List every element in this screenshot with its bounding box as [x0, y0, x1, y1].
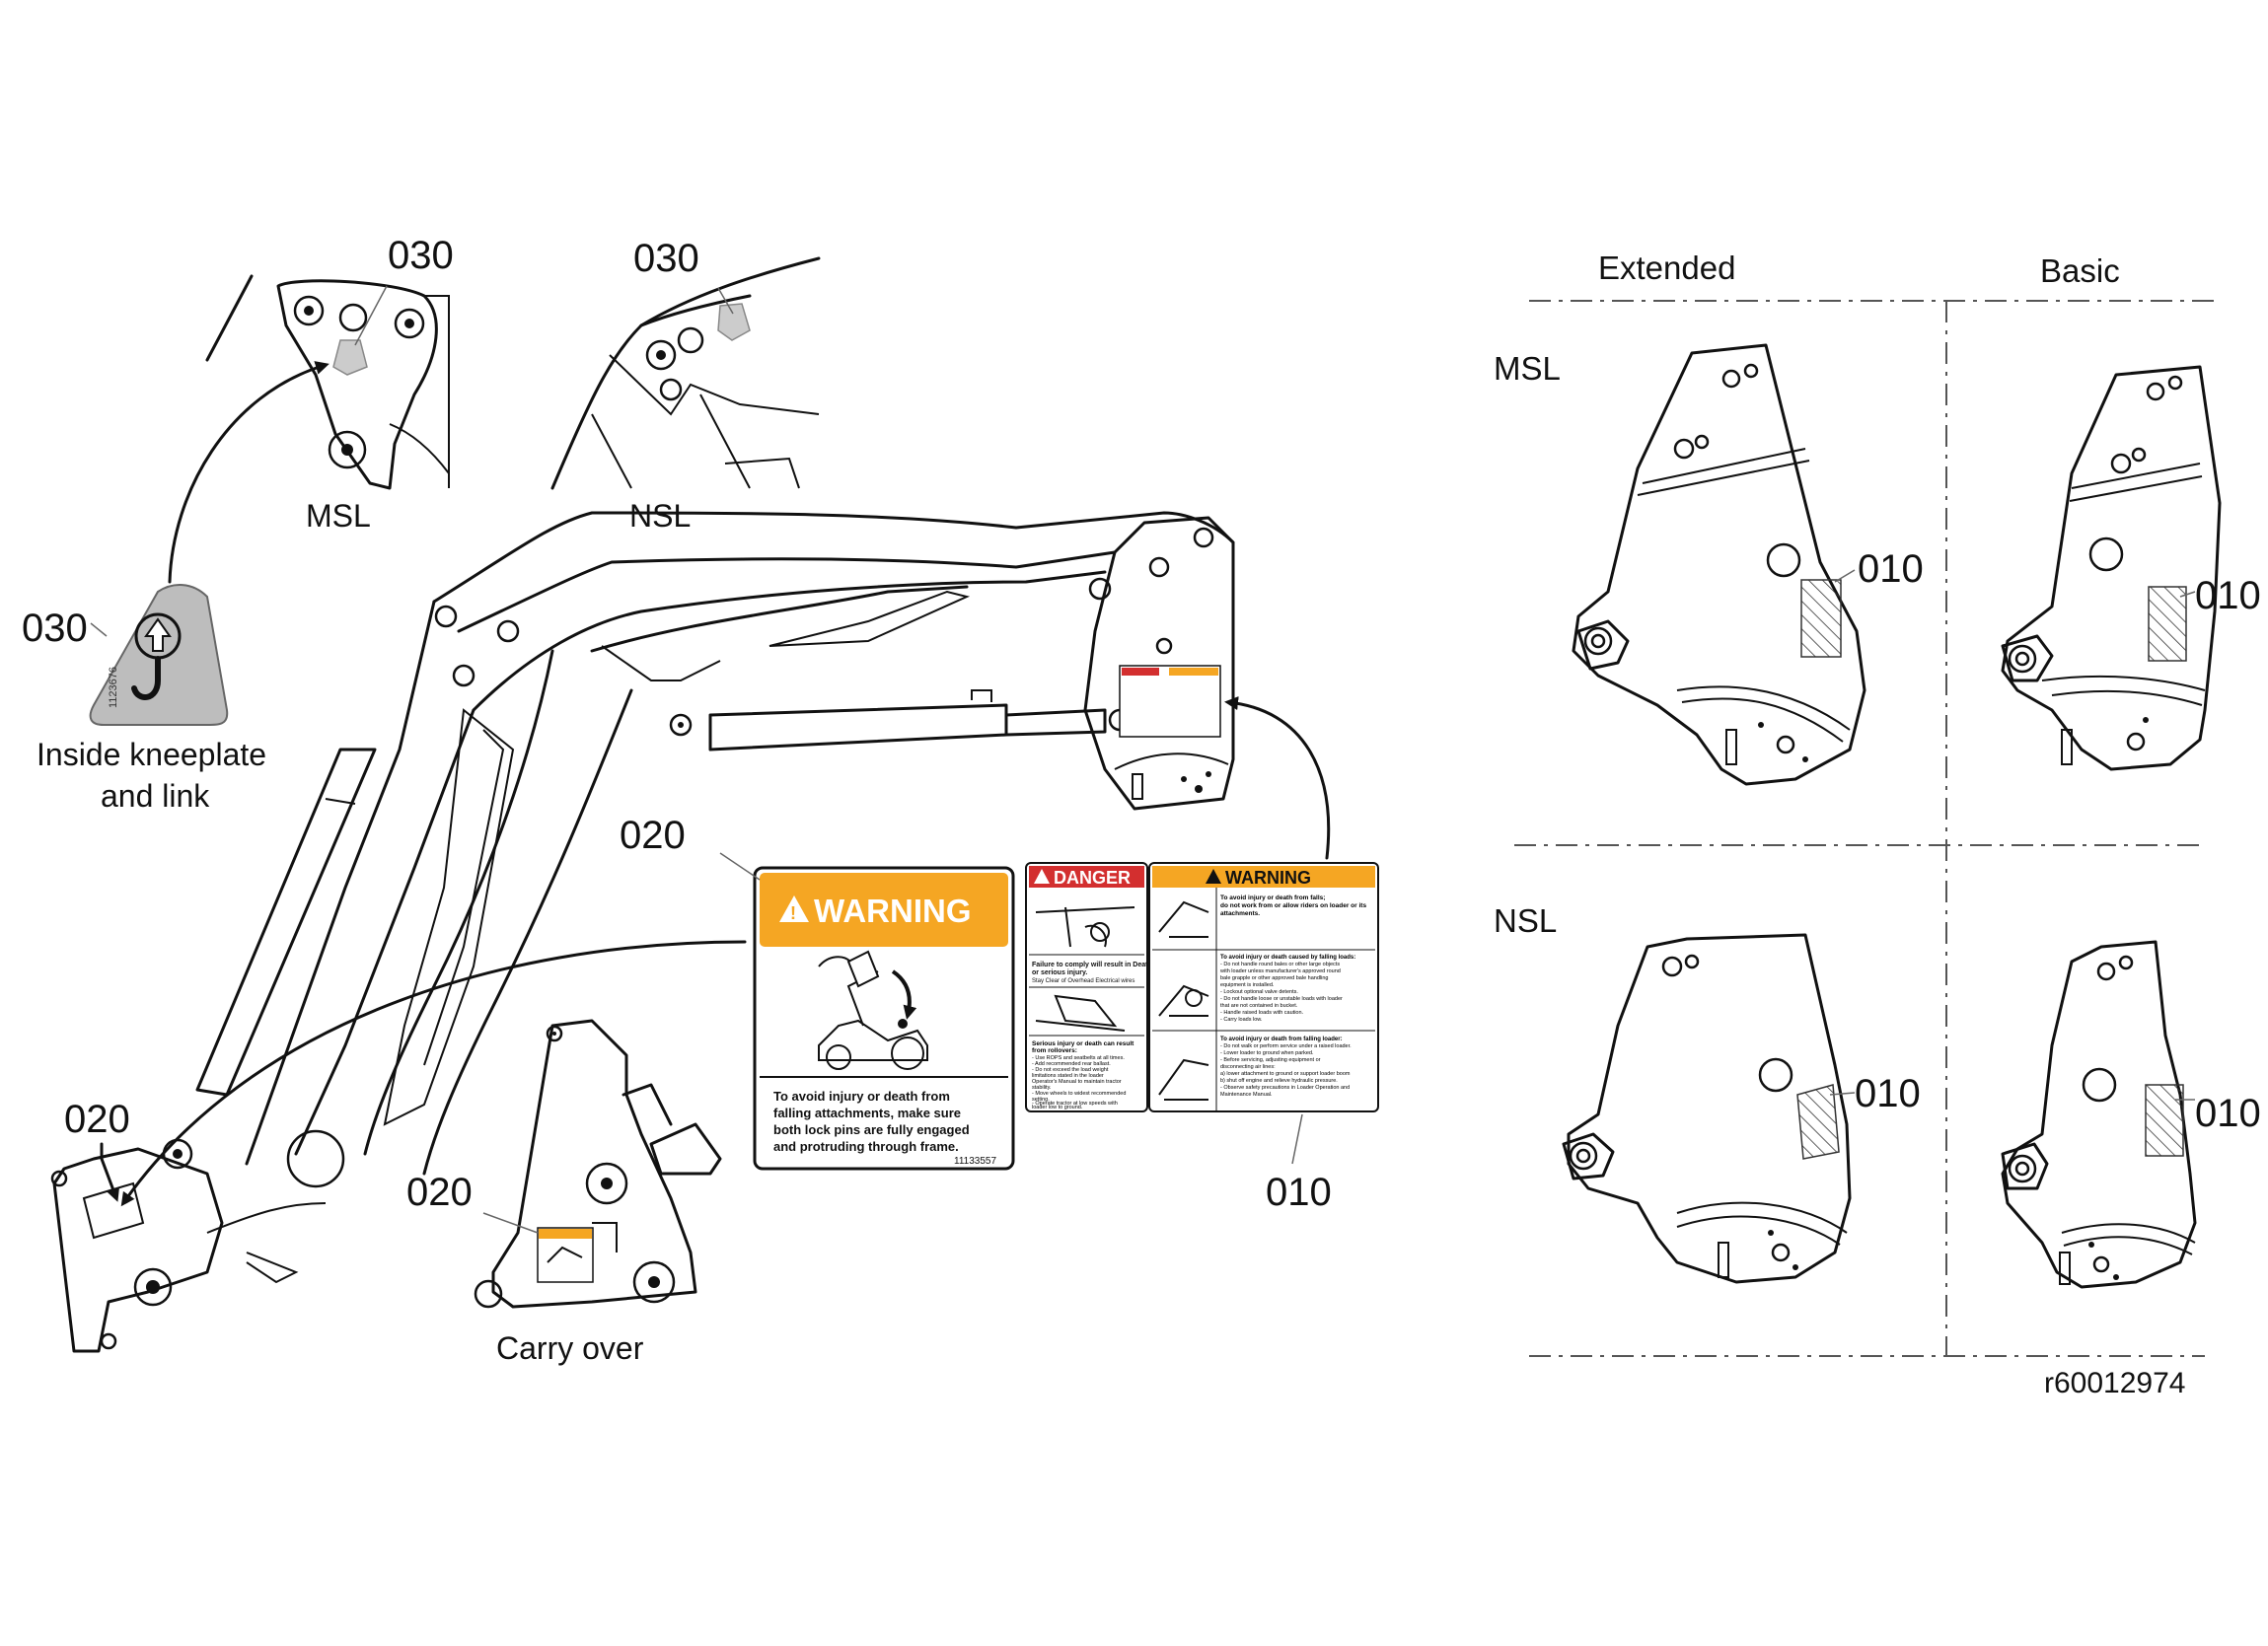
arrow-010-to-bracket [1224, 696, 1331, 860]
danger2-line: from rollovers: [1032, 1047, 1077, 1054]
warn3-line: - Before servicing, adjusting equipment … [1220, 1057, 1321, 1063]
callout-010-nsl-basic: 010 [2195, 1092, 2261, 1135]
warn3-line: Maintenance Manual. [1220, 1092, 1273, 1098]
caption-nsl: NSL [629, 498, 691, 534]
danger2-line: - Use ROPS and seatbelts at all times. [1032, 1055, 1125, 1061]
decal-010-warning-heading: WARNING [1225, 868, 1311, 888]
callout-010-msl-basic: 010 [2195, 574, 2261, 617]
decal-010-danger-heading: DANGER [1054, 868, 1131, 888]
warn3-line: To avoid injury or death from falling lo… [1220, 1037, 1343, 1042]
decal-010-warning-text-3: To avoid injury or death from falling lo… [1220, 1037, 1352, 1098]
danger2-line: stability. [1032, 1085, 1052, 1091]
warn3-line: b) shut off engine and relieve hydraulic… [1220, 1078, 1338, 1084]
header-extended: Extended [1598, 250, 1735, 286]
danger2-line: - Move wheels to widest recommended [1032, 1091, 1126, 1097]
danger2-line: - Operate tractor at low speeds with [1032, 1101, 1118, 1107]
decal-area-nsl-extended [1796, 1084, 1840, 1160]
danger2-line: limitations stated in the loader [1032, 1073, 1104, 1079]
warn1-line: To avoid injury or death from falls; [1220, 895, 1325, 901]
danger2-line: Operator's Manual to maintain tractor [1032, 1079, 1122, 1085]
callout-030-msl: 030 [388, 234, 454, 277]
nsl-kneeplate-detail: 030 NSL [550, 237, 821, 534]
figure-id: r60012974 [2044, 1367, 2185, 1399]
callout-030-icon: 030 [22, 607, 88, 650]
decal-010: DANGER Failure to comply will result in … [1025, 862, 1379, 1112]
warn2-line: - Do not handle round bales or other lar… [1220, 962, 1340, 967]
warn2-line: - Do not handle loose or unstable loads … [1220, 996, 1343, 1002]
warn3-line: - Lower loader to ground when parked. [1220, 1050, 1314, 1056]
warn2-line: - Lockout optional valve detents. [1220, 989, 1298, 995]
decal-020: ! WARNING To avoid injury or death from … [753, 866, 1015, 1171]
decal-020-line-4: and protruding through frame. [773, 1139, 959, 1154]
decal-010-danger-line-2: or serious injury. [1032, 969, 1087, 976]
callout-010-label: 010 [1266, 1171, 1332, 1214]
plate-msl-basic: 010 [2001, 365, 2261, 771]
warn3-line: - Observe safety precautions in Loader O… [1220, 1085, 1350, 1091]
decal-010-warning-text-1: To avoid injury or death from falls; do … [1220, 895, 1366, 917]
callout-010-msl-ext: 010 [1858, 547, 1924, 591]
decal-area-msl-basic [2148, 586, 2187, 662]
danger2-line: - Add recommended rear ballast. [1032, 1061, 1111, 1067]
caption-inside-kneeplate: Inside kneeplate [37, 737, 266, 772]
decal-010-danger-line-3: Stay Clear of Overhead Electrical wires [1032, 978, 1134, 984]
decal-020-part-number: 11133557 [954, 1156, 996, 1167]
danger2-line: - Do not exceed the load weight [1032, 1067, 1109, 1073]
warn2-line: - Handle raised loads with caution. [1220, 1010, 1304, 1016]
warn1-line: do not work from or allow riders on load… [1220, 902, 1366, 909]
caption-carry-over: Carry over [496, 1330, 644, 1366]
callout-030-nsl: 030 [633, 237, 699, 280]
callout-020-main: 020 [620, 814, 686, 857]
row-label-msl: MSL [1494, 350, 1561, 387]
callout-010-nsl-ext: 010 [1855, 1072, 1921, 1115]
leader-020-knee [100, 1142, 120, 1202]
danger2-line: setting. [1032, 1097, 1050, 1103]
decal-020-line-3: both lock pins are fully engaged [773, 1122, 970, 1137]
decal-020-line-2: falling attachments, make sure [773, 1106, 961, 1120]
decal-area-nsl-basic [2145, 1084, 2184, 1157]
plate-nsl-basic: 010 [2001, 940, 2261, 1289]
callout-020-carry: 020 [406, 1171, 473, 1214]
msl-kneeplate-detail: 030 MSL [205, 234, 454, 534]
icon-030-part-number: 1123676 [108, 667, 119, 708]
warn2-line: equipment is installed. [1220, 982, 1275, 988]
header-basic: Basic [2040, 252, 2120, 289]
decal-020-line-1: To avoid injury or death from [773, 1089, 950, 1104]
warn3-line: - Do not walk or perform service under a… [1220, 1043, 1352, 1049]
warn2-line: To avoid injury or death caused by falli… [1220, 955, 1355, 961]
warn2-line: with loader unless manufacturer's approv… [1219, 968, 1341, 974]
decal-010-danger-text-2: Serious injury or death can result from … [1032, 1040, 1134, 1110]
arrow-020-to-knee [120, 940, 747, 1207]
warn2-line: bale grapple or other approved bale hand… [1220, 975, 1328, 981]
warn1-line: attachments. [1220, 910, 1260, 917]
warn3-line: disconnecting air lines: [1220, 1064, 1276, 1070]
carry-over-detail: 020 Carry over [406, 1019, 722, 1366]
caption-and-link: and link [101, 778, 210, 814]
callout-020-knee: 020 [64, 1098, 130, 1141]
loader-drawing [50, 511, 1235, 1353]
decal-020-pictogram [818, 950, 928, 1070]
warn2-line: - Carry loads low. [1220, 1017, 1263, 1023]
arrow-icon-to-msl [168, 361, 329, 584]
danger2-line: Serious injury or death can result [1032, 1040, 1134, 1047]
decal-010-danger-line-1: Failure to comply will result in Death [1032, 962, 1152, 968]
danger2-line: loader low to ground. [1032, 1105, 1083, 1110]
variant-matrix: Extended Basic MSL NSL r60012974 010 [1494, 250, 2261, 1399]
plate-msl-extended: 010 [1572, 343, 1924, 786]
caption-msl: MSL [306, 498, 371, 534]
decal-010-warning-text-2: To avoid injury or death caused by falli… [1219, 955, 1355, 1023]
decal-020-heading: WARNING [814, 893, 972, 929]
row-label-nsl: NSL [1494, 902, 1557, 939]
warn3-line: a) lower attachment to ground or support… [1220, 1071, 1351, 1077]
svg-text:!: ! [790, 903, 796, 923]
decal-030-icon: 1123676 030 Inside kneeplate and link [22, 584, 266, 814]
decal-area-msl-extended [1800, 579, 1842, 658]
warn2-line: that are not contained in bucket. [1220, 1003, 1298, 1009]
plate-nsl-extended: 010 [1562, 933, 1921, 1284]
